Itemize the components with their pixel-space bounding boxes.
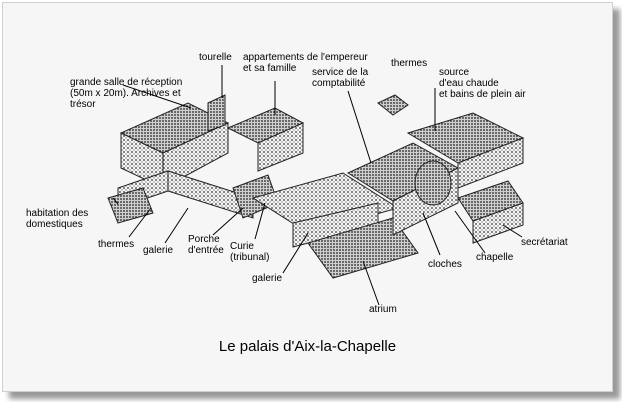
label-secretariat: secrétariat [521,237,568,248]
bath-wall [457,137,524,189]
palace-illustration [107,65,525,306]
label-source: source d'eau chaude et bains de plein ai… [439,67,526,100]
diagram-panel: tourelle appartements de l'empereur et s… [2,2,613,392]
label-thermes-left: thermes [98,239,135,250]
label-habitation: habitation des domestiques [26,208,89,230]
atrium-block [307,217,419,279]
label-porche: Porche d'entrée [188,234,224,256]
buildings [107,94,525,279]
label-appartements: appartements de l'empereur et sa famille [243,52,368,74]
label-tourelle: tourelle [199,52,232,63]
label-cloches: cloches [428,259,462,270]
leader-lines [112,65,523,306]
chapel-dome [414,160,452,206]
label-thermes-top: thermes [391,58,428,69]
label-galerie-left: galerie [143,245,174,256]
label-chapelle: chapelle [476,252,514,263]
left-thermes [107,187,154,224]
apartments-wall [257,122,304,172]
label-curie: Curie (tribunal) [230,241,270,263]
diagram-title: Le palais d'Aix-la-Chapelle [218,338,397,355]
tower [207,94,226,132]
top-thermes [377,94,409,116]
label-grande-salle: grande salle de réception (50m x 20m). A… [70,77,183,110]
label-service-comptabilite: service de la comptabilité [312,67,369,89]
label-galerie-bottom: galerie [252,273,283,284]
label-atrium: atrium [369,304,397,315]
